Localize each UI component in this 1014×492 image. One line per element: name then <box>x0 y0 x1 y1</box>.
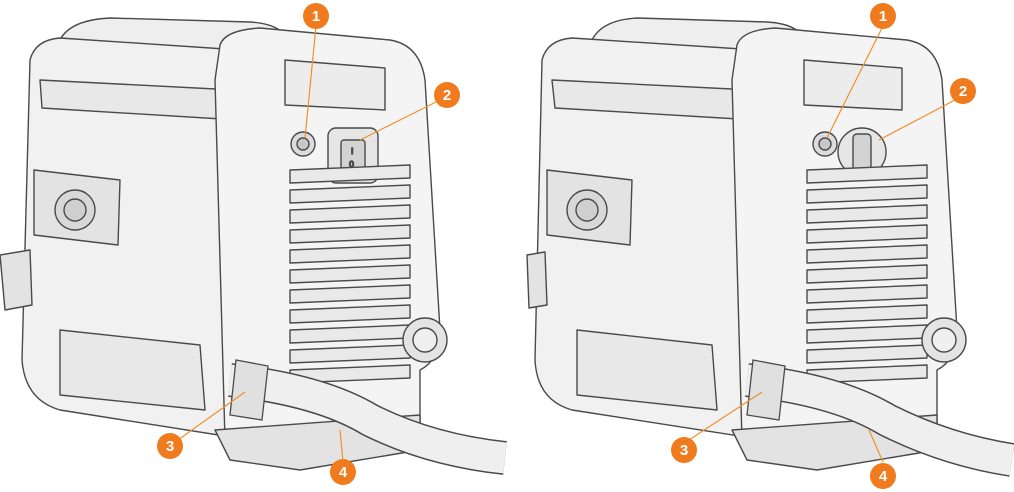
callout-lines <box>688 25 956 463</box>
callout-2: 2 <box>950 78 976 104</box>
callout-4: 4 <box>330 459 356 485</box>
callout-3: 3 <box>157 433 183 459</box>
left-welder-drawing: I 0 <box>0 3 507 485</box>
callout-1: 1 <box>870 3 896 29</box>
welder-body: I 0 <box>0 17 448 471</box>
left-welder-illustration: I 0 <box>0 3 507 485</box>
callout-label: 2 <box>443 87 451 104</box>
callout-label: 3 <box>166 438 174 455</box>
callout-label: 4 <box>339 464 348 481</box>
callout-2: 2 <box>434 82 460 108</box>
callout-3: 3 <box>671 437 697 463</box>
callout-4: 4 <box>870 463 896 489</box>
callout-label: 3 <box>680 442 688 459</box>
right-welder-drawing: 1 2 3 4 <box>526 3 1014 489</box>
callout-label: 2 <box>959 83 967 100</box>
power-cable <box>745 359 1014 477</box>
callout-1: 1 <box>303 3 329 29</box>
svg-text:0: 0 <box>349 160 354 169</box>
callout-label: 1 <box>879 8 887 25</box>
svg-text:I: I <box>351 147 353 156</box>
callout-label: 4 <box>879 468 888 485</box>
power-cable <box>228 359 507 475</box>
callout-label: 1 <box>312 8 320 25</box>
callout-lines <box>177 25 441 463</box>
welder-body <box>526 17 967 471</box>
right-welder-illustration: 1 2 3 4 <box>507 0 1014 492</box>
